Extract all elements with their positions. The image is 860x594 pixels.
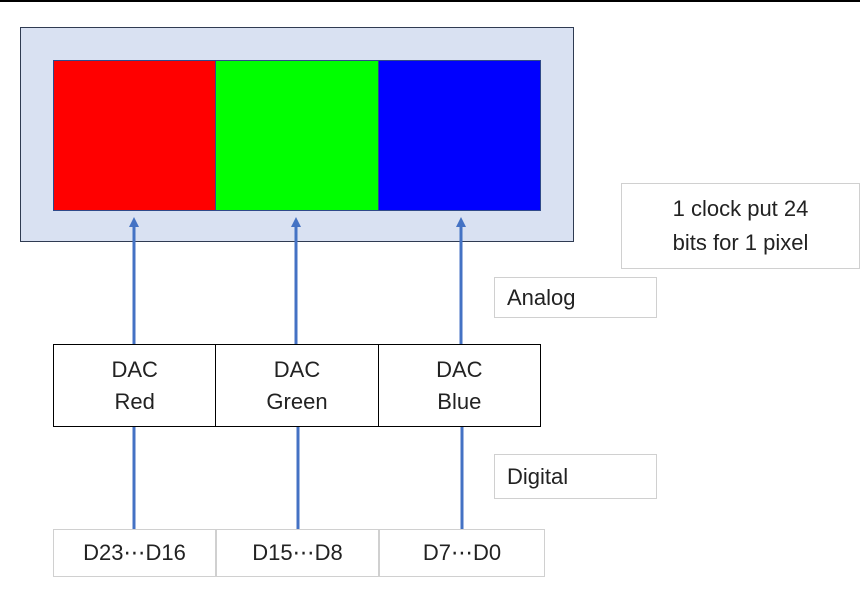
dac-green-channel: Green (266, 388, 328, 414)
blue-subpixel (377, 61, 540, 210)
analog-label: Analog (507, 284, 576, 310)
bits-red-label: D23⋯D16 (83, 540, 186, 565)
pixel (53, 60, 541, 211)
bits-blue-label: D7⋯D0 (422, 540, 502, 565)
dac-row: DAC Red DAC Green DAC Blue (53, 344, 541, 427)
digital-label: Digital (507, 463, 569, 489)
analog-label-box: Analog (494, 277, 657, 318)
top-rule (0, 0, 860, 2)
dac-blue-channel: Blue (437, 388, 482, 414)
red-subpixel (54, 61, 216, 210)
dac-red: DAC Red (54, 345, 215, 426)
digital-label-box: Digital (494, 454, 657, 499)
clock-note: 1 clock put 24 bits for 1 pixel (621, 183, 860, 269)
bits-green: D15⋯D8 (216, 529, 379, 577)
dac-red-channel: Red (114, 388, 155, 414)
clock-note-line2: bits for 1 pixel (672, 230, 809, 255)
bits-green-label: D15⋯D8 (252, 540, 343, 565)
dac-red-title: DAC (111, 356, 158, 382)
dac-blue-title: DAC (436, 356, 483, 382)
green-subpixel (215, 61, 378, 210)
dac-green: DAC Green (215, 345, 377, 426)
clock-note-line1: 1 clock put 24 (672, 196, 809, 221)
bits-red: D23⋯D16 (53, 529, 216, 577)
dac-green-title: DAC (273, 356, 321, 382)
bits-blue: D7⋯D0 (379, 529, 545, 577)
dac-blue: DAC Blue (377, 345, 540, 426)
